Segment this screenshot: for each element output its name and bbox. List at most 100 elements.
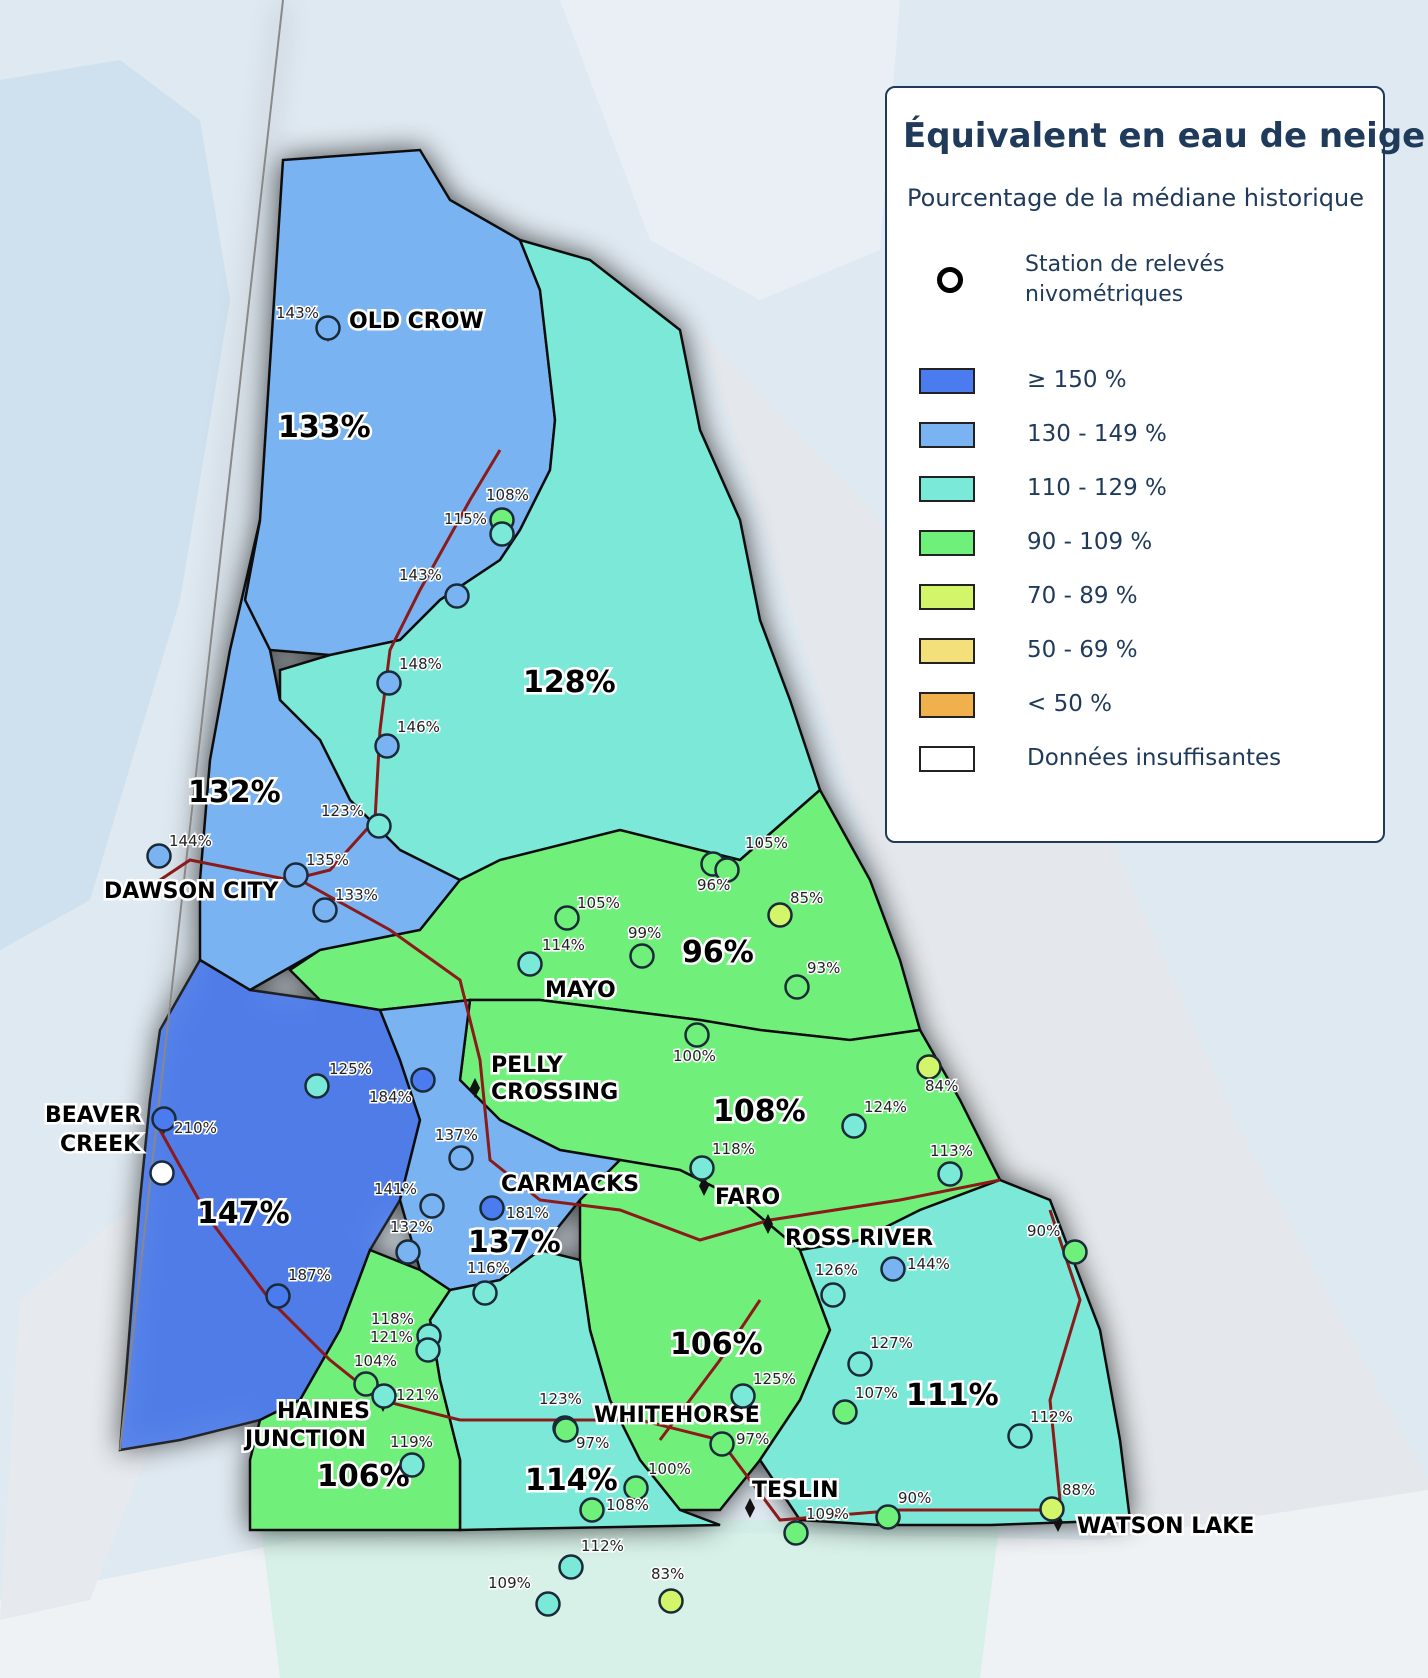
community-marker-teslin xyxy=(745,1498,755,1518)
station-marker xyxy=(689,1155,715,1181)
community-ross-river: ROSS RIVER xyxy=(785,1226,933,1251)
station-value-label: 97% xyxy=(736,1430,769,1448)
legend-row: 90 - 109 % xyxy=(919,529,1379,560)
basin-label-southern-lakes: 114% xyxy=(525,1463,618,1498)
station-marker xyxy=(410,1067,436,1093)
station-marker xyxy=(1039,1496,1065,1522)
station-marker xyxy=(472,1280,498,1306)
station-value-label: 135% xyxy=(306,851,349,869)
station-value-label: 112% xyxy=(581,1537,624,1555)
station-marker xyxy=(709,1431,735,1457)
station-value-label: 121% xyxy=(370,1328,413,1346)
station-marker xyxy=(579,1497,605,1523)
station-value-label: 88% xyxy=(1062,1481,1095,1499)
station-marker xyxy=(517,951,543,977)
dempster-highway xyxy=(159,449,502,882)
station-marker xyxy=(376,670,402,696)
legend-class-label: 90 - 109 % xyxy=(1027,529,1153,555)
community-pelly: PELLY xyxy=(491,1053,564,1078)
station-value-label: 121% xyxy=(396,1386,439,1404)
legend-row: 70 - 89 % xyxy=(919,583,1379,614)
snow-survey-stations: 143%108%115%143%148%146%144%123%135%133%… xyxy=(146,303,1097,1617)
station-value-label: 113% xyxy=(930,1142,973,1160)
basin-label-pelly: 108% xyxy=(713,1094,806,1129)
station-marker xyxy=(820,1282,846,1308)
basin-label-central: 137% xyxy=(468,1225,561,1260)
station-value-label: 210% xyxy=(174,1119,217,1137)
station-value-label: 115% xyxy=(444,510,487,528)
legend-row: 50 - 69 % xyxy=(919,637,1379,668)
station-value-label: 118% xyxy=(712,1140,755,1158)
station-marker xyxy=(767,902,793,928)
legend-class-label: Données insuffisantes xyxy=(1027,745,1282,771)
legend-swatch xyxy=(919,476,975,502)
station-value-label: 90% xyxy=(898,1489,931,1507)
basin-label-peel: 128% xyxy=(523,665,616,700)
station-marker xyxy=(399,1452,425,1478)
community-junction: JUNCTION xyxy=(243,1427,366,1452)
community-dawson-city: DAWSON CITY xyxy=(104,879,280,904)
station-marker xyxy=(553,1417,579,1443)
station-marker xyxy=(366,813,392,839)
station-value-label: 123% xyxy=(539,1390,582,1408)
legend-class-label: < 50 % xyxy=(1027,691,1113,717)
station-value-label: 125% xyxy=(329,1060,372,1078)
klondike-highway xyxy=(299,878,1001,1242)
station-marker xyxy=(880,1256,906,1282)
station-marker xyxy=(149,1160,175,1186)
legend-row: 110 - 129 % xyxy=(919,475,1379,506)
legend-row: Données insuffisantes xyxy=(919,745,1379,776)
community-names: OLD CROW DAWSON CITY MAYO PELLY CROSSING… xyxy=(43,307,1257,1542)
station-value-label: 107% xyxy=(855,1384,898,1402)
station-value-label: 148% xyxy=(399,655,442,673)
station-marker xyxy=(535,1591,561,1617)
station-marker xyxy=(937,1161,963,1187)
basin-label-yukon-west: 132% xyxy=(188,775,281,810)
basin-label-stewart: 96% xyxy=(682,935,754,970)
legend-class-label: 50 - 69 % xyxy=(1027,637,1138,663)
station-marker xyxy=(151,1106,177,1132)
legend-row: 130 - 149 % xyxy=(919,421,1379,452)
alaska-highway xyxy=(158,1129,1050,1522)
station-value-label: 105% xyxy=(577,894,620,912)
station-value-label: 96% xyxy=(697,876,730,894)
station-value-label: 137% xyxy=(435,1126,478,1144)
community-creek: CREEK xyxy=(60,1132,141,1157)
station-value-label: 100% xyxy=(673,1047,716,1065)
alaska-terrain xyxy=(0,1200,160,1620)
station-marker xyxy=(847,1351,873,1377)
legend-row: < 50 % xyxy=(919,691,1379,722)
station-value-label: 146% xyxy=(397,718,440,736)
station-value-label: 118% xyxy=(371,1310,414,1328)
legend-class-label: 130 - 149 % xyxy=(1027,421,1167,447)
station-value-label: 100% xyxy=(648,1460,691,1478)
station-value-label: 84% xyxy=(925,1077,958,1095)
station-value-label: 123% xyxy=(321,802,364,820)
station-value-label: 181% xyxy=(506,1204,549,1222)
station-marker xyxy=(875,1504,901,1530)
community-haines: HAINES xyxy=(277,1399,370,1424)
station-marker xyxy=(312,897,338,923)
legend-swatch xyxy=(919,422,975,448)
station-value-label: 104% xyxy=(354,1352,397,1370)
community-whitehorse: WHITEHORSE xyxy=(594,1403,760,1428)
community-carmacks: CARMACKS xyxy=(501,1172,639,1197)
station-marker xyxy=(419,1193,445,1219)
station-value-label: 109% xyxy=(806,1505,849,1523)
station-marker xyxy=(374,733,400,759)
legend-swatch xyxy=(919,746,975,772)
roads xyxy=(158,449,1082,1522)
station-marker xyxy=(623,1475,649,1501)
legend-swatch xyxy=(919,584,975,610)
station-marker xyxy=(841,1113,867,1139)
station-value-label: 97% xyxy=(576,1434,609,1452)
station-marker xyxy=(304,1073,330,1099)
station-marker xyxy=(489,521,515,547)
station-marker xyxy=(353,1371,379,1397)
community-teslin: TESLIN xyxy=(752,1478,839,1503)
station-value-label: 90% xyxy=(1027,1222,1060,1240)
station-value-label: 108% xyxy=(606,1496,649,1514)
community-marker-pelly xyxy=(470,1078,480,1098)
station-marker xyxy=(415,1337,441,1363)
station-marker xyxy=(479,1195,505,1221)
